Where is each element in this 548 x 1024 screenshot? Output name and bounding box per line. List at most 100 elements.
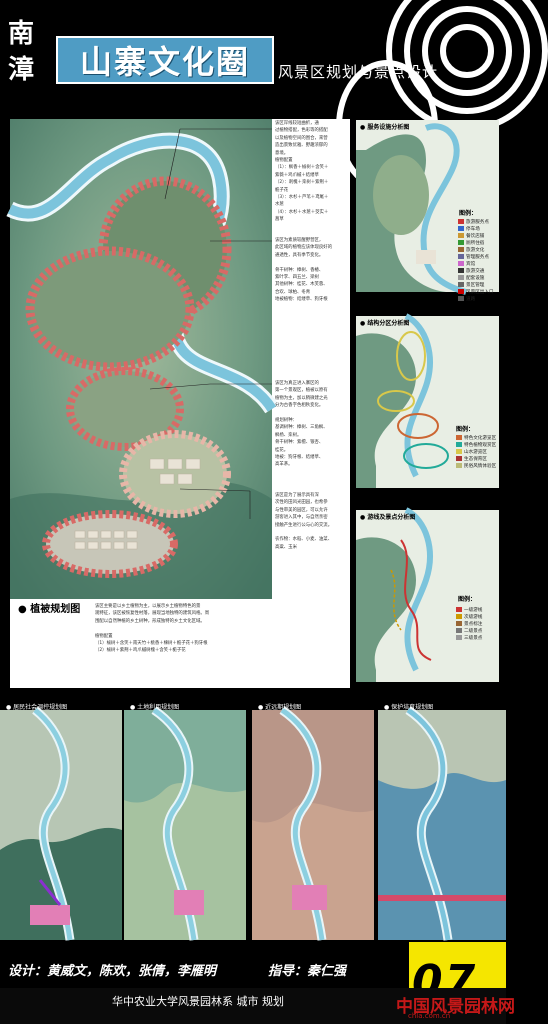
legend-item: 三级景点 (456, 634, 499, 641)
legend-item: 旅游文化 (458, 246, 499, 253)
note-line: 第一个景观区，植被以原有 (275, 388, 328, 394)
legend-label: 旅游文化 (466, 247, 485, 253)
legend-item: 景点标注 (456, 620, 499, 627)
legend-swatch (456, 614, 462, 619)
watermark-logo: 中国风景园林网 (396, 997, 515, 1017)
legend-swatch (458, 268, 464, 273)
note-line: 基调树种：樟树、三角枫、 (275, 425, 328, 431)
legend-label: 景区管理 (466, 282, 485, 288)
legend-item: 旅游服务点 (458, 218, 499, 225)
legend-label: 民俗风情体验区 (464, 463, 497, 469)
note-line: 观特征，该区被恢复性村落，展现当地独特的建筑风格。周 (95, 611, 210, 617)
note-line: （4）：水杉＋水葱＋茭实＋ (275, 209, 329, 215)
service-facility-map-title: ● 服务设施分析图 (360, 124, 410, 131)
legend-item: 厕所住宿 (458, 239, 499, 246)
tour-route-map-graphic (356, 507, 499, 682)
legend-label: 宾馆 (466, 261, 476, 267)
legend-label: 停车场 (466, 226, 480, 232)
legend-swatch (456, 449, 462, 454)
main-title-box: 山寨文化圈 (56, 36, 274, 84)
note-line: 高粱、玉米 (275, 544, 297, 550)
legend-swatch (458, 247, 464, 252)
legend-label: 一级游线 (464, 607, 483, 613)
legend-item: 次级游线 (456, 613, 499, 620)
note-line: 该区主要是以乡土植物为主，以展示乡土植物特色的景 (95, 604, 201, 609)
design-credits: 设计：黄威文，陈欢，张倩，李雁明 (8, 964, 217, 979)
vegetation-plan-map (6, 119, 279, 599)
legend-label: 管理服务点 (466, 254, 489, 260)
title-char-nan: 南 (8, 19, 35, 49)
school-name: 华中农业大学风景园林系 城市 规划 (112, 995, 284, 1008)
vegetation-note-5: 该区主要是以乡土植物为主，以展示乡土植物特色的景观特征，该区被恢复性村落，展现当… (95, 603, 345, 655)
phased-plan-map: ● 近远期规划图 (252, 704, 374, 941)
note-line: 游客进入其中，与自然亲密 (275, 515, 328, 521)
legend-item: 道路 (458, 295, 499, 302)
note-line (275, 259, 350, 266)
note-line: 造出景致优雅、野趣浓郁的 (275, 143, 328, 149)
legend-label: 风景区出入口 (466, 289, 494, 295)
legend-swatch (458, 240, 464, 245)
watermark-url: chla.com.cn (408, 1012, 451, 1020)
legend-swatch (456, 621, 462, 626)
legend-swatch (458, 282, 464, 287)
legend-item: 风景区出入口 (458, 288, 499, 295)
zebra-pattern-decoration (336, 0, 548, 192)
note-line: 其他树种：桂花、木芙蓉、 (275, 282, 328, 288)
legend-swatch (456, 463, 462, 468)
legend-swatch (458, 219, 464, 224)
note-line: 植物配置 (95, 633, 113, 639)
legend-swatch (458, 289, 464, 294)
vegetation-note-1: 该区岸线较短曲折，通过植物搭配，色彩等的搭配以及植物空间的围合，来营造出景致优雅… (275, 120, 350, 224)
note-line: 水葱 (275, 202, 284, 208)
protection-plan-map-graphic (378, 706, 506, 941)
tour-route-legend: 一级游线次级游线景点标注二级景点三级景点 (456, 606, 499, 641)
resident-control-map-graphic (0, 706, 122, 941)
land-use-map-title: ● 土地利用规划图 (130, 704, 180, 711)
legend-item: 特色文化游览区 (456, 434, 499, 441)
legend-item: 旅游交通 (458, 267, 499, 274)
legend-item: 宾馆 (458, 260, 499, 267)
legend-label: 次级游线 (464, 614, 483, 620)
legend-item: 民俗风情体验区 (456, 462, 499, 469)
protection-plan-map-title: ● 保护培育规划图 (384, 704, 434, 711)
legend-label: 餐饮店铺 (466, 233, 485, 239)
legend-swatch (456, 456, 462, 461)
legend-label: 厕所住宿 (466, 240, 485, 246)
legend-swatch (458, 261, 464, 266)
note-line: 该区是为了展示具有深 (275, 493, 319, 498)
advisor-credit: 指导：秦仁强 (268, 964, 347, 979)
legend-swatch (458, 275, 464, 280)
note-line (275, 410, 350, 417)
legend-label: 特色植物观赏区 (464, 442, 497, 448)
note-line: 过植物搭配，色彩等的搭配 (275, 128, 328, 134)
note-line: 桂花。 (275, 447, 289, 453)
legend-item: 管理服务点 (458, 253, 499, 260)
tour-route-legend-title: 图例： (458, 596, 477, 603)
legend-swatch (456, 635, 462, 640)
vegetation-note-3: 该区为真正进入寨区的第一个景观区，植被以原有植物为主，加以稍微建之光分为古香字色… (275, 380, 350, 469)
legend-label: 三级景点 (464, 635, 483, 641)
note-line: 枫杨、栾树。 (275, 432, 302, 438)
vegetation-zone-rings (25, 176, 232, 578)
legend-swatch (458, 254, 464, 259)
note-line: 栀子花 (275, 187, 289, 193)
note-line (275, 529, 350, 536)
note-line: 紫薇＋鸡爪槭＋结缕草 (275, 172, 319, 178)
legend-label: 配套设施 (466, 275, 485, 281)
structure-zone-map-graphic (356, 313, 499, 488)
note-line: 接触产生进行公与心的交流。 (275, 522, 333, 528)
service-facility-legend: 旅游服务点停车场餐饮店铺厕所住宿旅游文化管理服务点宾馆旅游交通配套设施景区管理风… (458, 218, 499, 302)
land-use-map-graphic (124, 706, 246, 941)
legend-item: 二级景点 (456, 627, 499, 634)
legend-item: 停车场 (458, 225, 499, 232)
note-line: 通透性，具有季节变化。 (275, 252, 324, 258)
resident-control-map: ● 居民社会调控规划图 (0, 704, 122, 941)
legend-item: 景区管理 (458, 281, 499, 288)
legend-item: 配套设施 (458, 274, 499, 281)
resident-control-map-title: ● 居民社会调控规划图 (6, 704, 68, 711)
poster-header: 南 漳 山寨文化圈 风景区规划与景点设计 (0, 0, 548, 192)
note-line: 紫叶李、四五兰、梁树 (275, 275, 319, 281)
note-line: 骨干树种：紫檀、银杏、 (275, 440, 324, 446)
note-line: 农作物：水稻、小麦、油菜、 (275, 537, 333, 543)
footer-strip (0, 988, 506, 1024)
